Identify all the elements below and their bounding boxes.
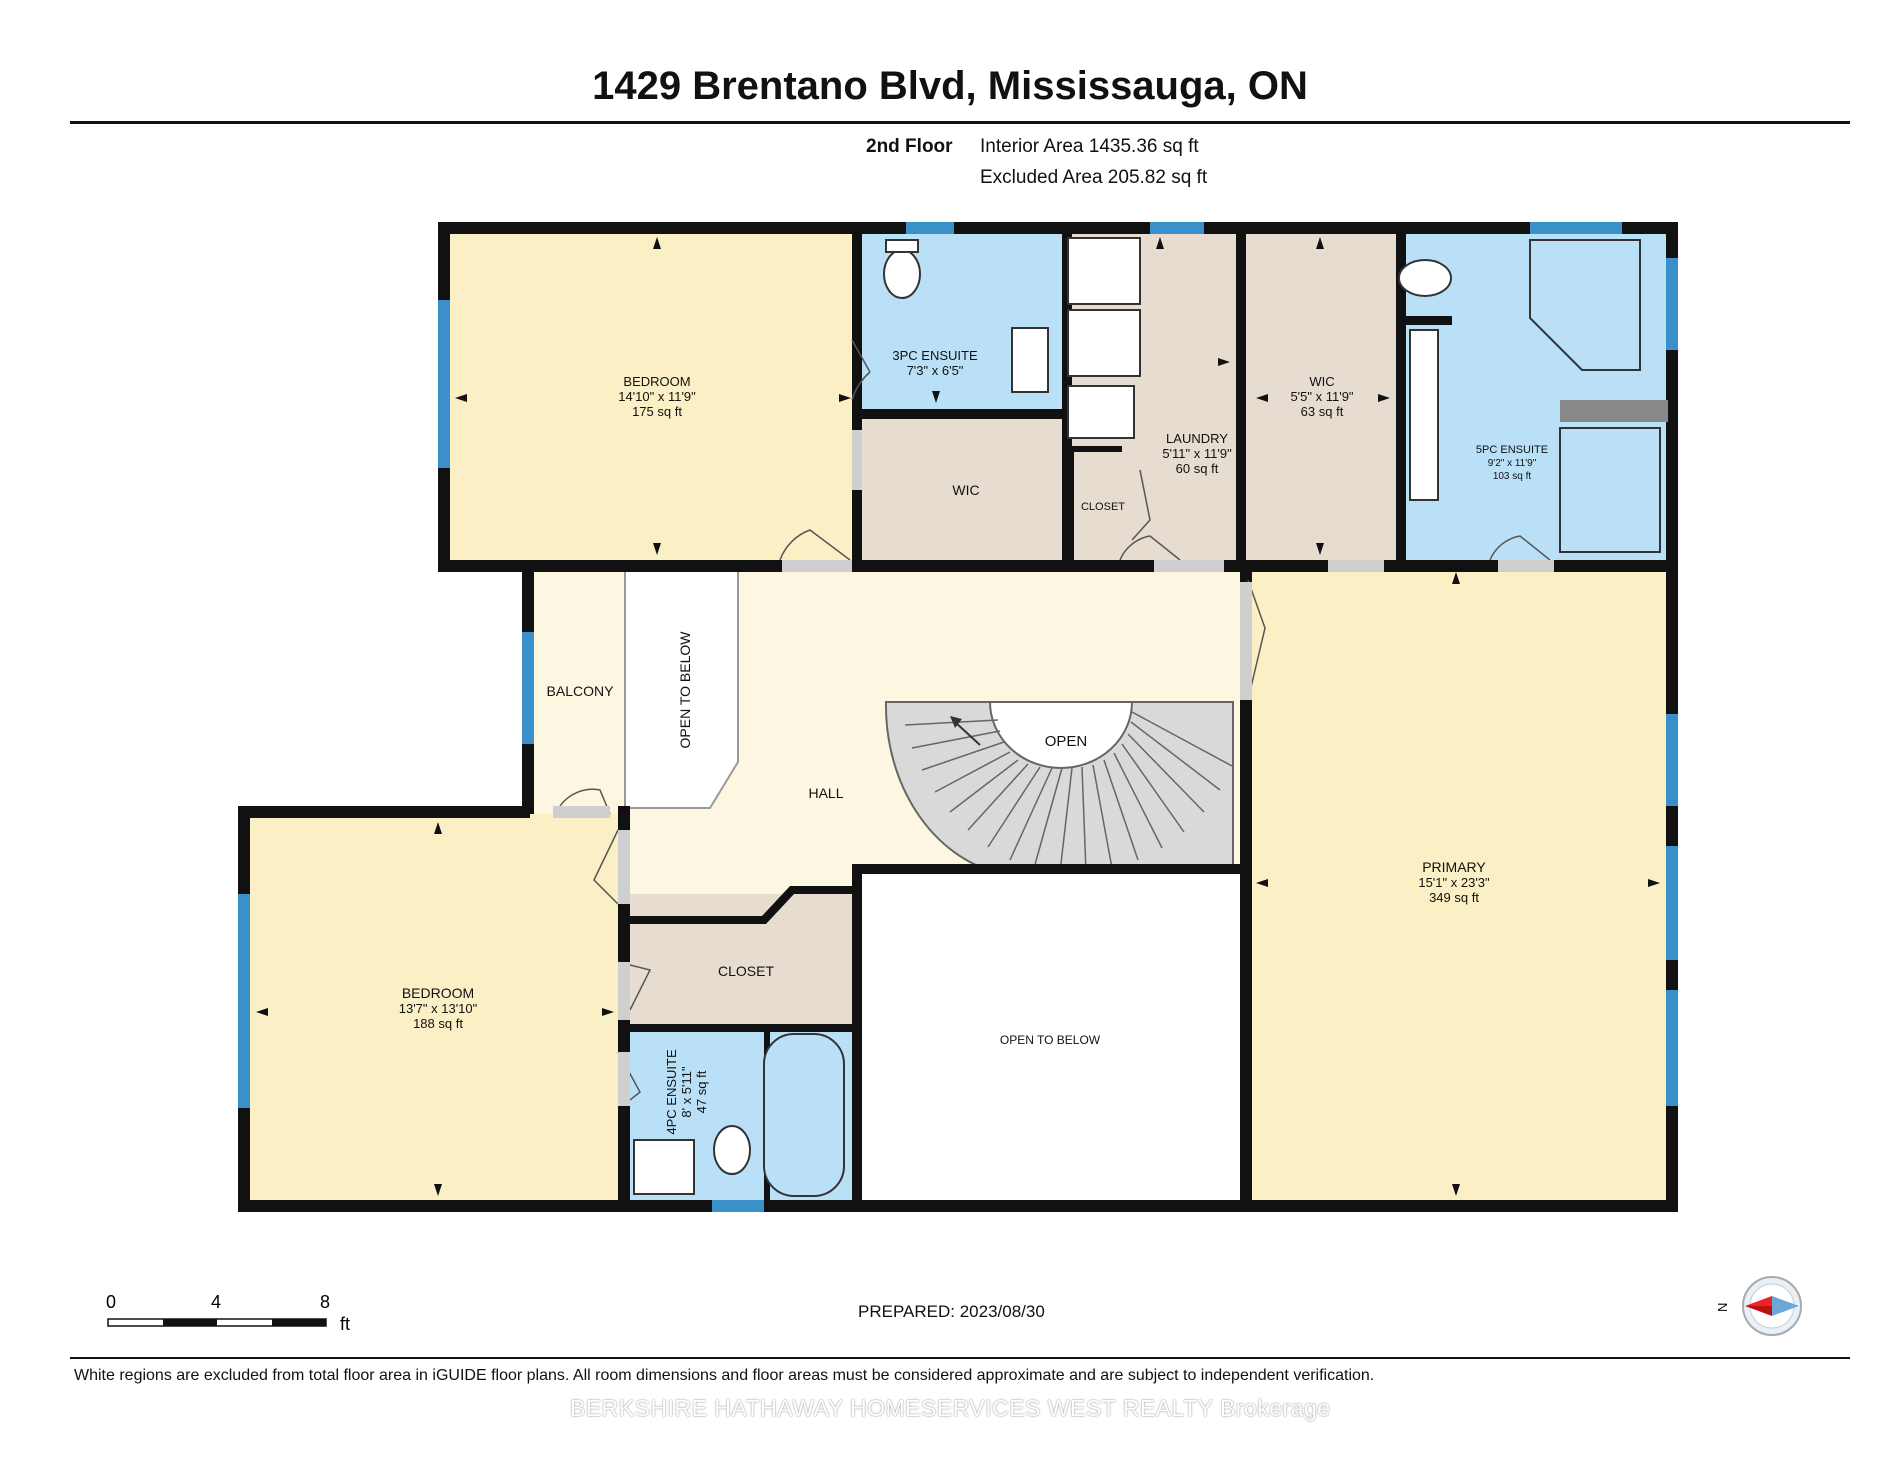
balcony-name: BALCONY xyxy=(547,683,615,699)
excluded-area: Excluded Area 205.82 sq ft xyxy=(980,167,1208,188)
compass-icon xyxy=(1742,1276,1802,1336)
primary-area: 349 sq ft xyxy=(1429,890,1479,905)
primary-fill xyxy=(1248,564,1674,1204)
open-below1-name: OPEN TO BELOW xyxy=(677,631,693,749)
bottom-divider xyxy=(70,1357,1850,1359)
shower-ledge xyxy=(1560,400,1668,422)
bedroom2-dims: 13'7" x 13'10" xyxy=(399,1001,478,1016)
open-name: OPEN xyxy=(1045,733,1088,750)
ensuite5-dims: 9'2" x 11'9" xyxy=(1488,458,1537,469)
wic1-fill xyxy=(858,415,1068,564)
windows xyxy=(238,222,1678,1212)
primary-dims: 15'1" x 23'3" xyxy=(1418,875,1490,890)
spiral-stairs xyxy=(884,701,1234,874)
ensuite4-area: 47 sq ft xyxy=(694,1070,709,1113)
laundry-dims: 5'11" x 11'9" xyxy=(1162,446,1232,461)
wic1-name: WIC xyxy=(952,482,979,498)
bedroom1-name: BEDROOM xyxy=(623,374,690,389)
top-divider xyxy=(70,121,1850,124)
wic2-name: WIC xyxy=(1309,374,1334,389)
ensuite5-name: 5PC ENSUITE xyxy=(1476,444,1548,456)
interior-area: Interior Area 1435.36 sq ft xyxy=(980,136,1199,157)
scale-tick-0: 0 xyxy=(106,1292,116,1312)
bedroom2-name: BEDROOM xyxy=(402,985,474,1001)
ensuite3-dims: 7'3" x 6'5" xyxy=(907,363,964,378)
ensuite4-dims: 8' x 5'11" xyxy=(679,1066,694,1118)
doors xyxy=(559,339,1551,1101)
brokerage-watermark: BERKSHIRE HATHAWAY HOMESERVICES WEST REA… xyxy=(570,1395,1331,1421)
ensuite4-name: 4PC ENSUITE xyxy=(664,1049,679,1135)
dimension-markers xyxy=(256,237,1660,1196)
door-openings xyxy=(553,430,1554,1106)
bedroom1-fill xyxy=(446,230,858,564)
closet-angled-wall xyxy=(630,886,858,924)
closet-name: CLOSET xyxy=(718,963,774,979)
open-below2-fill xyxy=(858,874,1248,1204)
scale-unit: ft xyxy=(340,1314,350,1334)
hall-name: HALL xyxy=(808,785,843,801)
bedroom1-dims: 14'10" x 11'9" xyxy=(618,389,696,404)
wic2-dims: 5'5" x 11'9" xyxy=(1290,389,1353,404)
laundry-area: 60 sq ft xyxy=(1176,461,1219,476)
open-below2-name: OPEN TO BELOW xyxy=(1000,1033,1101,1047)
bedroom1-area: 175 sq ft xyxy=(632,404,682,419)
bedroom2-fill xyxy=(246,814,630,1204)
closet-small-name: CLOSET xyxy=(1081,501,1125,513)
ensuite5-area: 103 sq ft xyxy=(1493,471,1532,482)
scale-tick-4: 4 xyxy=(211,1292,221,1312)
compass-north: N xyxy=(1715,1303,1730,1312)
fixtures xyxy=(633,237,1661,1197)
balcony-fill xyxy=(530,564,630,814)
wic2-fill xyxy=(1242,230,1402,564)
prepared-date: PREPARED: 2023/08/30 xyxy=(858,1302,1045,1321)
laundry-name: LAUNDRY xyxy=(1166,431,1228,446)
scale-bar xyxy=(107,1318,327,1327)
page-title: 1429 Brentano Blvd, Mississauga, ON xyxy=(592,64,1308,108)
ensuite3-name: 3PC ENSUITE xyxy=(892,348,978,363)
closet-fill xyxy=(630,894,858,1028)
floor-name: 2nd Floor xyxy=(866,136,953,157)
bedroom2-area: 188 sq ft xyxy=(413,1016,463,1031)
scale-tick-8: 8 xyxy=(320,1292,330,1312)
primary-name: PRIMARY xyxy=(1422,859,1486,875)
wic2-area: 63 sq ft xyxy=(1301,404,1344,419)
disclaimer: White regions are excluded from total fl… xyxy=(74,1367,1375,1384)
